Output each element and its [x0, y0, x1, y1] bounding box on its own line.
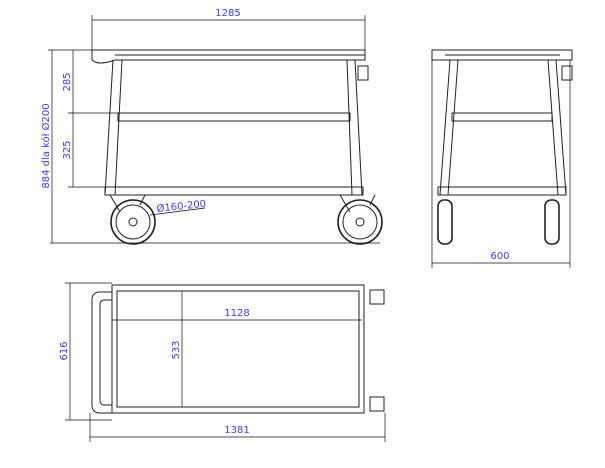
dim-533: 533 [171, 340, 182, 359]
dim-1128: 1128 [224, 308, 249, 319]
dim-285: 285 [62, 72, 73, 91]
dim-600: 600 [490, 251, 509, 262]
dim-1285: 1285 [215, 8, 240, 19]
wheel-icon [437, 199, 453, 245]
end-view [431, 49, 573, 268]
dim-325: 325 [62, 140, 73, 159]
dim-616: 616 [59, 341, 70, 360]
dim-1381: 1381 [224, 425, 249, 436]
wheel-icon [544, 199, 560, 245]
dim-wheel: Ø160-200 [156, 198, 207, 215]
side-view [48, 15, 383, 245]
wheel-icon [337, 194, 383, 245]
dim-884: 884 dla kół Ø200 [40, 103, 52, 188]
wheel-icon [109, 194, 156, 245]
top-view [65, 282, 386, 442]
